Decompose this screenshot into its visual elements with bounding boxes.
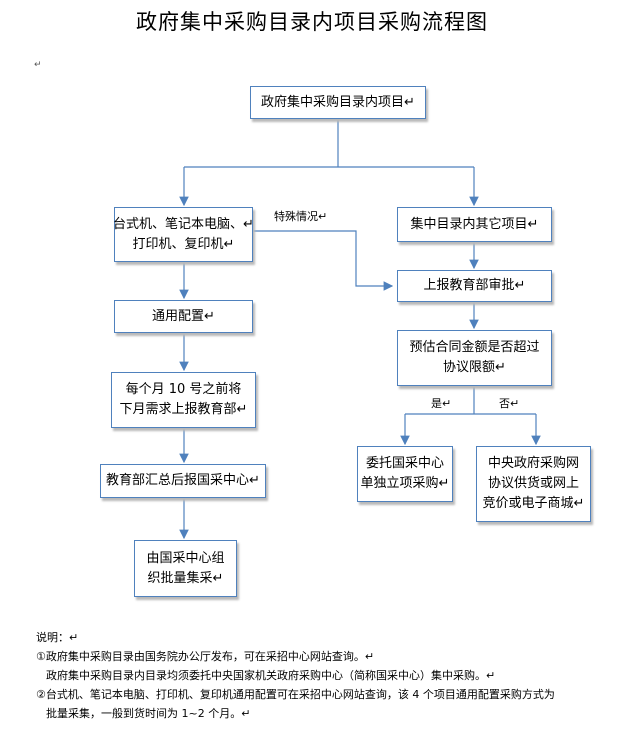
label-special-case: 特殊情况↵ — [274, 210, 328, 223]
box-root-text: 政府集中采购目录内项目↵ — [261, 94, 415, 110]
notes-line-4: 批量采集，一般到货时间为 1~2 个月。↵ — [46, 707, 251, 720]
label-yes: 是↵ — [431, 397, 452, 410]
box-central-gov-line3: 竞价或电子商城↵ — [482, 496, 585, 511]
box-report-approval-text: 上报教育部审批↵ — [423, 278, 526, 293]
box-report-approval: 上报教育部审批↵ — [397, 270, 552, 302]
box-estimate-line2: 协议限额↵ — [443, 360, 506, 375]
box-other-items-text: 集中目录内其它项目↵ — [410, 216, 539, 232]
notes-line-2: 政府集中采购目录内目录均须委托中央国家机关政府采购中心（简称国采中心）集中采购。… — [46, 669, 496, 682]
box-monthly: 每个月 10 号之前将 下月需求上报教育部↵ — [111, 372, 256, 428]
box-general-config: 通用配置↵ — [114, 300, 253, 333]
notes-heading: 说明：↵ — [36, 631, 79, 644]
box-summarize: 教育部汇总后报国采中心↵ — [100, 464, 266, 498]
box-estimate-line1: 预估合同金额是否超过 — [409, 340, 540, 355]
box-general-config-text: 通用配置↵ — [152, 308, 215, 324]
notes-line-3: ②台式机、笔记本电脑、打印机、复印机通用配置可在采招中心网站查询，该 4 个项目… — [36, 688, 555, 701]
box-batch: 由国采中心组 织批量集采↵ — [134, 540, 237, 597]
box-computers-line2: 打印机、复印机↵ — [132, 236, 235, 252]
notes-line-1: ①政府集中采购目录由国务院办公厅发布，可在采招中心网站查询。↵ — [36, 650, 375, 663]
box-summarize-text: 教育部汇总后报国采中心↵ — [106, 473, 260, 488]
box-batch-line1: 由国采中心组 — [146, 550, 225, 566]
box-root: 政府集中采购目录内项目↵ — [250, 86, 426, 119]
box-delegate-line1: 委托国采中心 — [365, 456, 444, 471]
box-central-gov-line2: 协议供货或网上 — [487, 476, 579, 491]
box-monthly-line2: 下月需求上报教育部↵ — [119, 402, 248, 417]
box-other-items: 集中目录内其它项目↵ — [397, 207, 552, 242]
notes-section: 说明：↵ ①政府集中采购目录由国务院办公厅发布，可在采招中心网站查询。↵ 政府集… — [36, 628, 555, 723]
box-delegate: 委托国采中心 单独立项采购↵ — [357, 446, 453, 502]
arrow-special-case — [253, 230, 394, 291]
label-no: 否↵ — [499, 397, 520, 410]
box-computers: 台式机、笔记本电脑、↵ 打印机、复印机↵ — [113, 207, 254, 262]
box-monthly-line1: 每个月 10 号之前将 — [125, 382, 242, 397]
box-central-gov: 中央政府采购网 协议供货或网上 竞价或电子商城↵ — [476, 446, 591, 522]
box-computers-line1: 台式机、笔记本电脑、↵ — [113, 216, 254, 232]
page-title: 政府集中采购目录内项目采购流程图 — [136, 10, 488, 34]
box-central-gov-line1: 中央政府采购网 — [487, 456, 579, 471]
paragraph-mark: ↵ — [34, 60, 42, 70]
box-estimate: 预估合同金额是否超过 协议限额↵ — [397, 330, 552, 386]
box-delegate-line2: 单独立项采购↵ — [360, 476, 450, 491]
box-batch-line2: 织批量集采↵ — [147, 570, 224, 586]
